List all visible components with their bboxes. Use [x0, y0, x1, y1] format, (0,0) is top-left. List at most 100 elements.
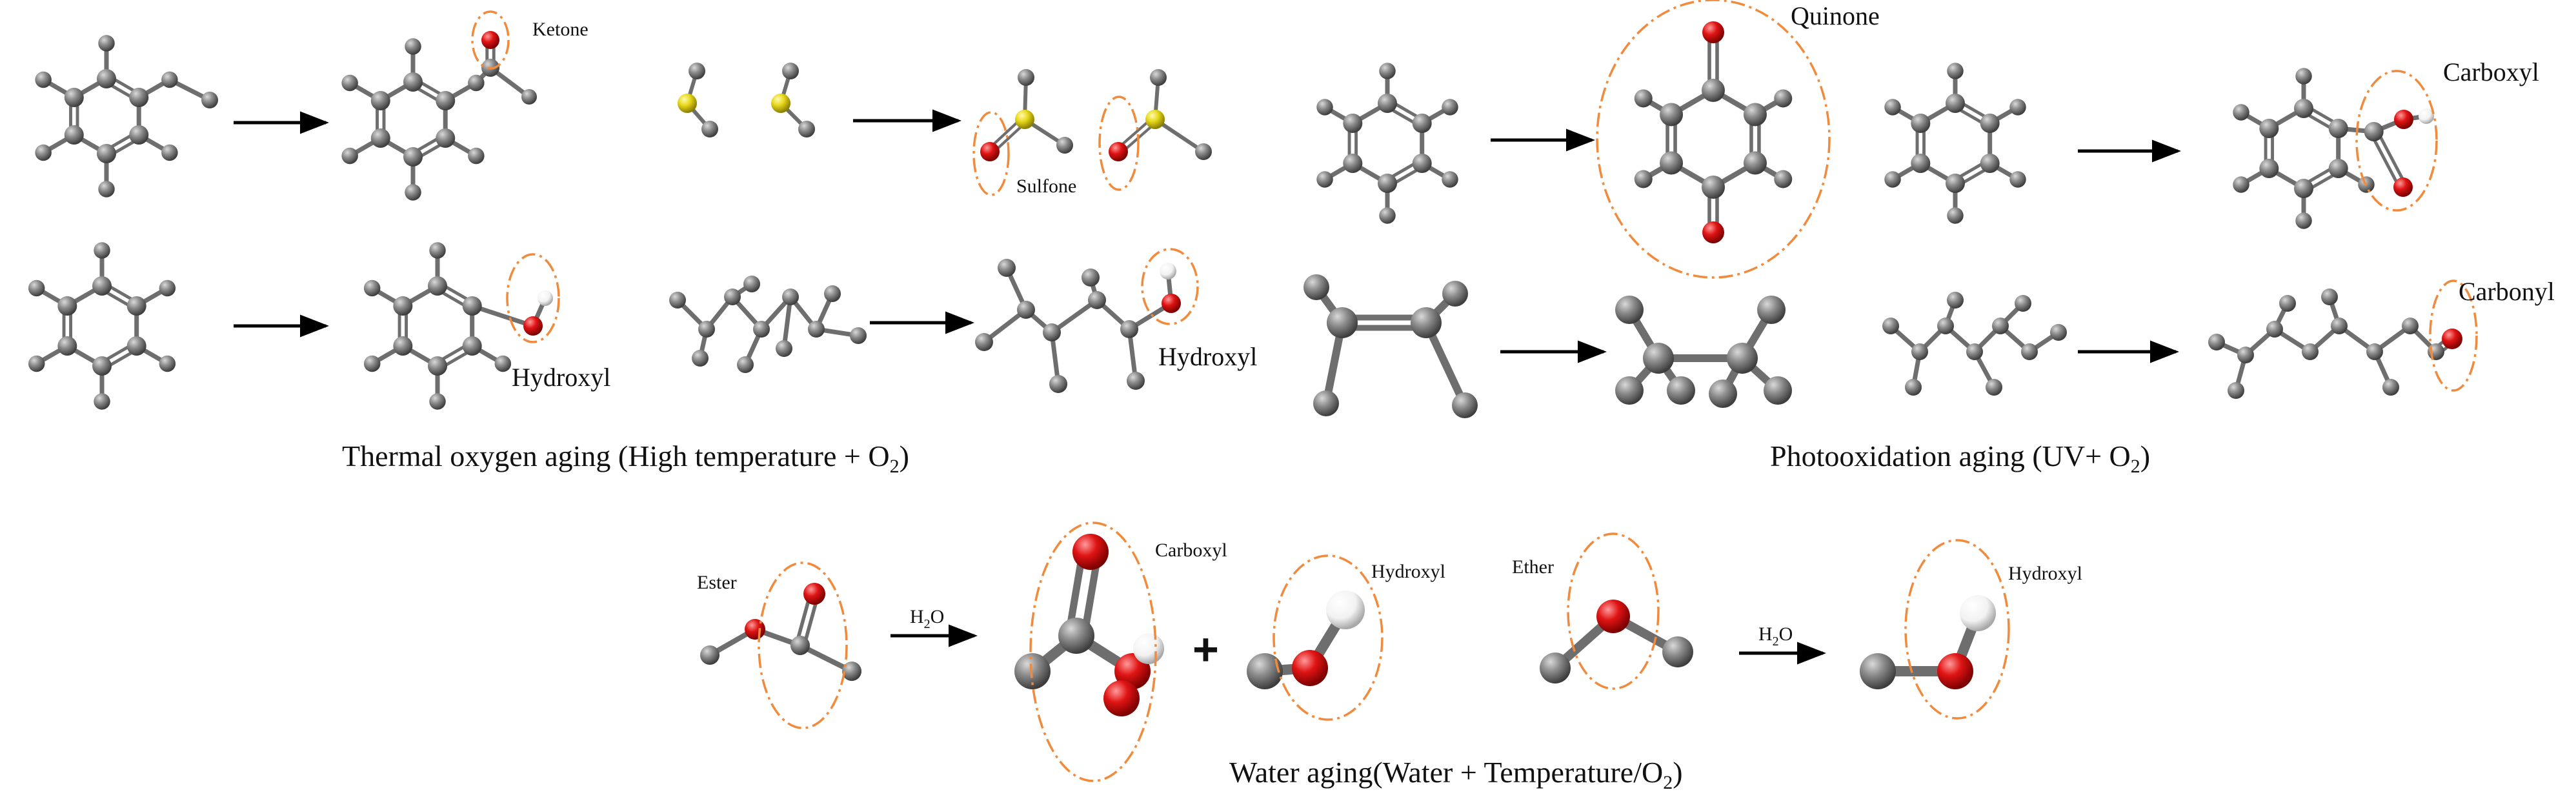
quinone-reactant-carbon-atom: [1379, 63, 1396, 79]
hydroxyl-water-product-a-hydrogen-atom: [1326, 591, 1365, 629]
hydroxyl-alkane-reactant-carbon-atom: [669, 292, 686, 309]
ketone-highlight: [471, 10, 510, 70]
ketone-reactant-carbon-atom: [35, 144, 52, 161]
water-reagent-label-a: H2O: [910, 606, 944, 631]
hydroxyl-water-label-a: Hydroxyl: [1371, 561, 1445, 582]
quinone-reactant-carbon-atom: [1343, 154, 1363, 173]
carbonyl-reactant-carbon-atom: [1947, 292, 1964, 309]
carbonyl-reactant-carbon-atom: [1905, 379, 1922, 396]
ester-reactant-oxygen-atom: [745, 619, 765, 640]
water-caption: Water aging(Water + Temperature/O2): [1229, 756, 1683, 793]
ketone-reactant-carbon-atom: [98, 181, 115, 197]
carboxyl-reactant-carbon-atom: [1947, 207, 1964, 224]
ketone-product-carbon-atom: [436, 91, 456, 110]
quinone-reactant-carbon-atom: [1343, 114, 1363, 133]
quinone-product-carbon-atom: [1660, 151, 1684, 175]
ether-highlight: [1567, 532, 1660, 690]
hydroxyl-alkane-product-carbon-atom: [1017, 301, 1035, 319]
sulfone-b-bond: [1153, 117, 1205, 154]
ketone-product-carbon-atom: [403, 147, 423, 167]
carboxyl-product-carbon-atom: [2233, 176, 2249, 193]
hydroxyl-water-highlight-a: [1273, 554, 1384, 721]
ketone-product-carbon-atom: [521, 89, 537, 105]
quinone-product-carbon-atom: [1702, 79, 1725, 102]
carboxyl-reactant-carbon-atom: [2009, 99, 2026, 116]
hydroxyl-alkane-reactant-bond: [781, 294, 793, 351]
crosslink-product-carbon-atom: [1615, 376, 1644, 405]
hydroxyl-benzene-product-carbon-atom: [462, 296, 482, 316]
carboxyl-product-oxygen-atom: [2393, 177, 2413, 197]
sulfone-a-carbon-atom: [1018, 69, 1034, 86]
sulfide-a-sulfur-atom: [678, 94, 697, 113]
carboxyl-highlight: [2355, 70, 2438, 212]
carbonyl-reactant-carbon-atom: [2021, 343, 2038, 360]
hydroxyl-water-product-a-carbon-atom: [1247, 653, 1283, 689]
hydroxyl-benzene-reactant-carbon-atom: [126, 296, 146, 316]
hydroxyl-benzene-product-carbon-atom: [428, 356, 447, 376]
sulfone-highlight-b: [1098, 96, 1140, 191]
ketone-reactant-carbon-atom: [129, 125, 149, 145]
hydroxyl-alkane-reactant-carbon-atom: [776, 340, 792, 357]
alkene-reactant-carbon-atom: [1327, 307, 1358, 338]
ketone-reactant-carbon-atom: [161, 144, 178, 161]
hydroxyl-alkane-product-carbon-atom: [1088, 291, 1106, 309]
sulfone-b-carbon-atom: [1195, 143, 1212, 160]
carboxyl-water-product-hydrogen-atom: [1133, 633, 1164, 664]
carboxyl-product-carbon-atom: [2328, 119, 2348, 138]
ketone-product-carbon-atom: [370, 91, 390, 110]
carbonyl-product-carbon-atom: [2302, 343, 2319, 360]
hydroxyl-water-product-b-carbon-atom: [1860, 653, 1896, 689]
hydroxyl-alkane-product-carbon-atom: [1043, 323, 1061, 341]
quinone-reactant-carbon-atom: [1378, 94, 1397, 113]
carboxyl-reactant-carbon-atom: [1946, 94, 1965, 113]
carboxyl-product-hydrogen-atom: [2419, 108, 2434, 124]
carboxyl-reactant-carbon-atom: [1980, 154, 2000, 173]
quinone-reactant-carbon-atom: [1412, 154, 1432, 173]
ketone-reactant-carbon-atom: [161, 71, 178, 88]
hydroxyl-benzene-reactant-carbon-atom: [28, 355, 45, 372]
hydroxyl-water-product-b-hydrogen-atom: [1960, 595, 1996, 631]
crosslink-product-carbon-atom: [1764, 376, 1792, 405]
hydroxyl-benzene-product-carbon-atom: [393, 336, 413, 356]
ketone-label: Ketone: [532, 19, 589, 40]
carboxyl-water-product-oxygen-atom: [1103, 680, 1140, 716]
hydroxyl-benzene-reactant-carbon-atom: [57, 296, 77, 316]
alkene-reactant-carbon-atom: [1411, 307, 1442, 338]
hydroxyl-alkane-reactant-carbon-atom: [824, 285, 841, 302]
carboxyl-product-carbon-atom: [2295, 68, 2312, 85]
quinone-product-carbon-atom: [1774, 170, 1793, 188]
sulfone-highlight-a: [972, 111, 1010, 196]
photo-caption: Photooxidation aging (UV+ O2): [1770, 440, 2150, 477]
thermal-caption: Thermal oxygen aging (High temperature +…: [342, 440, 909, 477]
quinone-product-oxygen-atom: [1702, 221, 1724, 243]
hydroxyl-benzene-product-carbon-atom: [428, 276, 447, 296]
quinone-reactant-carbon-atom: [1379, 207, 1396, 224]
ketone-reactant-carbon-atom: [97, 144, 116, 163]
sulfide-a-carbon-atom: [689, 63, 705, 79]
hydroxyl-benzene-reactant-carbon-atom: [92, 276, 112, 296]
functional-group-highlights: [471, 0, 2478, 782]
hydroxyl-benzene-product-oxygen-atom: [523, 316, 543, 336]
carboxyl-reactant-carbon-atom: [1884, 171, 1901, 188]
quinone-product-carbon-atom: [1774, 89, 1793, 108]
ester-highlight: [758, 562, 848, 729]
hydroxyl-water-label-b: Hydroxyl: [2008, 563, 2082, 584]
ester-label: Ester: [697, 572, 737, 593]
quinone-product-carbon-atom: [1634, 89, 1653, 108]
carbonyl-product-carbon-atom: [2228, 382, 2244, 399]
hydroxyl-benzene-product-bond: [470, 303, 536, 329]
carboxyl-water-highlight: [1029, 521, 1157, 782]
sulfide-b-carbon-atom: [782, 63, 799, 79]
ketone-product-oxygen-atom: [481, 31, 499, 49]
sulfone-a-sulfur-atom: [1015, 110, 1034, 129]
carbonyl-product-carbon-atom: [2366, 343, 2383, 360]
captions: Thermal oxygen aging (High temperature +…: [342, 440, 2150, 793]
carboxyl-water-label: Carboxyl: [1155, 540, 1227, 561]
hydroxyl-benzene-product-carbon-atom: [393, 296, 413, 316]
carbonyl-product-oxygen-atom: [2442, 329, 2462, 349]
carboxyl-water-product-carbon-atom: [1058, 618, 1094, 654]
hydroxyl-highlight-alkane: [1141, 248, 1199, 325]
quinone-highlight: [1596, 0, 1831, 279]
atoms-layer: [28, 21, 2462, 716]
ketone-product-carbon-atom: [370, 128, 390, 148]
